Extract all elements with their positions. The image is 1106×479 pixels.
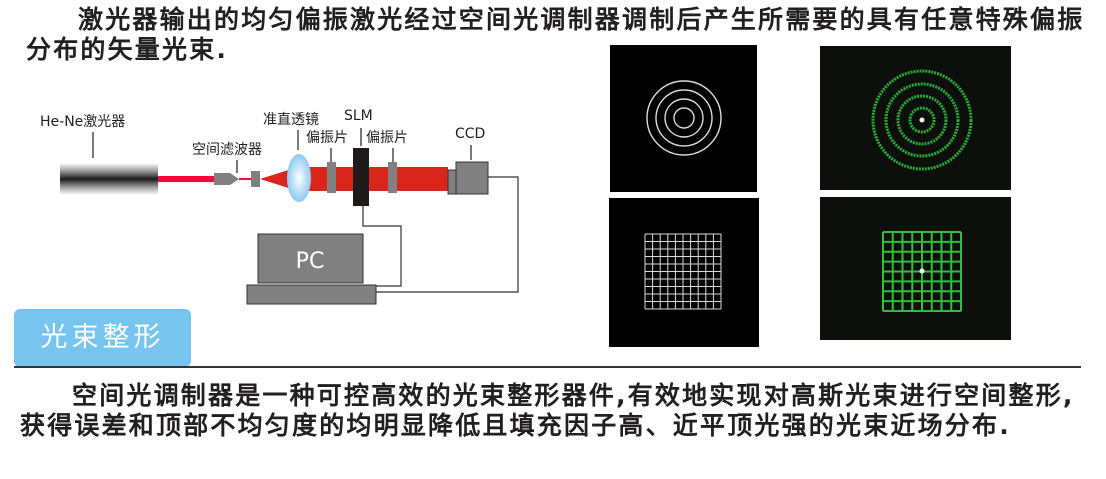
collimating-lens: [287, 154, 311, 202]
pinhole: [251, 171, 260, 187]
label-laser: He-Ne激光器: [40, 113, 125, 130]
intro-paragraph: 激光器输出的均匀偏振激光经过空间光调制器调制后产生所需要的具有任意特殊偏振分布的…: [26, 5, 1086, 65]
label-collimating-lens: 准直透镜: [263, 111, 319, 128]
section-title: 光束整形: [40, 322, 165, 353]
polarizer-1: [327, 162, 336, 193]
ring: [896, 94, 948, 146]
slm: [353, 148, 369, 206]
label-polarizer-1: 偏振片: [306, 130, 348, 146]
section-divider: [14, 366, 1081, 368]
slm-cable: [362, 206, 402, 287]
ring: [673, 107, 695, 129]
pc-base: [246, 284, 377, 305]
ring: [655, 89, 713, 147]
center-spot: [919, 117, 925, 123]
spatial-filter-objective: [214, 173, 239, 185]
ring: [664, 98, 704, 138]
label-pc: PC: [296, 249, 325, 274]
pc-monitor: [257, 233, 364, 284]
ring-pattern-experimental: [820, 46, 1011, 190]
grid-pattern-experimental: [820, 197, 1011, 340]
grid-pattern-simulated: [609, 198, 759, 347]
label-spatial-filter: 空间滤波器: [192, 142, 262, 158]
label-slm: SLM: [344, 108, 373, 124]
label-polarizer-2: 偏振片: [366, 130, 408, 146]
label-ccd: CCD: [455, 126, 485, 142]
ring-pattern-simulated: [610, 45, 757, 192]
ccd-cable: [376, 176, 519, 293]
ring: [871, 69, 973, 171]
ring-pattern-simulated-graphic: [646, 80, 722, 156]
ring: [884, 82, 960, 158]
description-text: 空间光调制器是一种可控高效的光束整形器件,有效地实现对高斯光束进行空间整形, 获…: [20, 381, 1075, 440]
collimated-beam: [298, 167, 448, 191]
laser-beam-thin: [158, 176, 214, 182]
ring: [908, 106, 936, 134]
ring-pattern-experimental-graphic: [871, 69, 973, 171]
ccd-camera: [455, 161, 489, 195]
ring: [646, 80, 722, 156]
description-paragraph: 空间光调制器是一种可控高效的光束整形器件,有效地实现对高斯光束进行空间整形, 获…: [20, 381, 1090, 441]
he-ne-laser: [60, 163, 158, 195]
section-badge: 光束整形: [14, 309, 191, 367]
ccd-lens: [447, 169, 457, 195]
grid-pattern-experimental-graphic: [882, 231, 962, 312]
polarizer-2: [388, 162, 397, 193]
pinhole-beam: [239, 178, 251, 180]
center-spot: [919, 268, 925, 274]
intro-text: 激光器输出的均匀偏振激光经过空间光调制器调制后产生所需要的具有任意特殊偏振分布的…: [26, 5, 1085, 64]
grid-pattern-simulated-graphic: [644, 233, 722, 310]
optical-setup-diagram: He-Ne激光器 空间滤波器 准直透镜 偏振片 SLM 偏振片 CCD PC: [40, 108, 519, 305]
